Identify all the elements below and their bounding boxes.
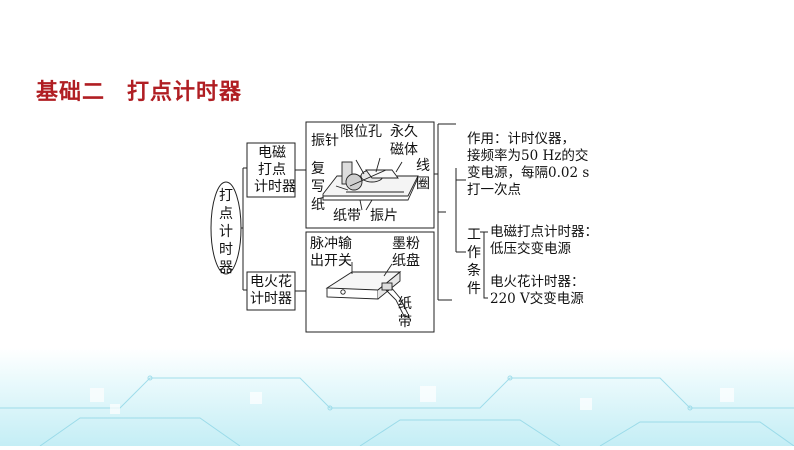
right-bracket	[434, 123, 452, 301]
condition-spark-line1: 电火花计时器：	[490, 274, 585, 290]
type-spark-label: 电火花 计时器	[249, 274, 293, 308]
function-text: 作用：计时仪器， 接频率为50 Hz的交 变电源，每隔0.02 s 打一次点	[467, 131, 589, 199]
spark-timer-illustration	[325, 262, 411, 319]
label-mofen-line2: 纸盘	[392, 253, 420, 269]
function-line4: 打一次点	[467, 182, 521, 198]
label-maichong-line2: 出开关	[310, 253, 352, 269]
label-zhenzhen: 振针	[311, 133, 339, 149]
condition-brace	[480, 231, 488, 299]
condition-em-line1: 电磁打点计时器：	[490, 224, 598, 240]
function-line2: 接频率为50 Hz的交	[467, 148, 589, 164]
root-bracket	[241, 167, 247, 291]
condition-spark: 电火花计时器： 220 V交变电源	[490, 274, 585, 308]
label-maichong-line1: 脉冲输	[310, 236, 352, 252]
label-dai: 带	[398, 314, 412, 330]
outer-brace	[452, 123, 466, 253]
label-zhenpian: 振片	[370, 208, 398, 224]
label-zhi: 纸	[398, 296, 412, 312]
type-spark-line2: 计时器	[250, 291, 292, 307]
root-label: 打点计时器	[219, 188, 233, 276]
label-yongjiu: 永久	[390, 124, 418, 140]
type-em-line1: 电磁	[258, 145, 286, 161]
type-em-label: 电磁 打点 计时器	[254, 145, 296, 196]
type-em-line3: 计时器	[254, 179, 296, 195]
page-title: 基础二打点计时器	[36, 74, 242, 106]
title-part2: 打点计时器	[127, 80, 243, 105]
decorative-background	[0, 348, 794, 447]
title-part1: 基础二	[36, 80, 106, 105]
label-xianweikong: 限位孔	[340, 124, 382, 140]
function-line1: 作用：计时仪器，	[467, 131, 575, 147]
label-mofen-line1: 墨粉	[392, 236, 420, 252]
label-quan: 圈	[416, 176, 430, 192]
label-zhidai: 纸带	[333, 208, 361, 224]
work-condition-label: 工作条件	[467, 227, 481, 297]
circuit-pattern	[0, 375, 794, 447]
em-timer-illustration	[322, 157, 419, 211]
label-citi: 磁体	[390, 142, 418, 158]
condition-em-line2: 低压交变电源	[490, 241, 571, 257]
condition-em: 电磁打点计时器： 低压交变电源	[490, 224, 598, 258]
condition-spark-line2: 220 V交变电源	[490, 291, 584, 307]
type-em-line2: 打点	[258, 162, 286, 178]
type-spark-line1: 电火花	[250, 274, 292, 290]
label-fuxiezhi: 复写纸	[311, 161, 325, 213]
function-line3: 变电源，每隔0.02 s	[467, 165, 590, 181]
label-xian: 线	[416, 158, 430, 174]
